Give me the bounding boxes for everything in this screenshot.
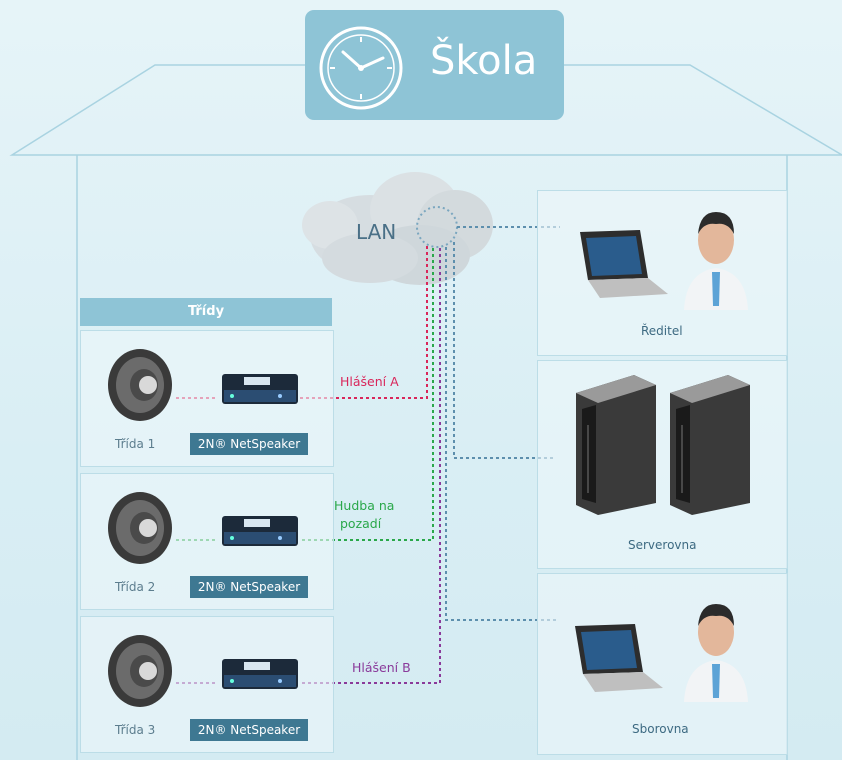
- page-title: Škola: [430, 38, 538, 84]
- netspeaker-device-icon: [222, 659, 298, 689]
- laptop-icon: [575, 624, 663, 692]
- class-name-2: Třída 2: [115, 580, 156, 594]
- speaker-icon: [108, 635, 172, 707]
- roof-left-line: [9, 64, 842, 156]
- laptop-icon: [580, 230, 668, 298]
- class-name-1: Třída 1: [115, 437, 156, 451]
- netspeaker-badge-1: 2N® NetSpeaker: [190, 433, 308, 455]
- lan-label: LAN: [356, 220, 397, 244]
- person-headset-icon: [684, 212, 748, 310]
- link-label-b: Hlášení B: [352, 660, 411, 675]
- netspeaker-badge-2: 2N® NetSpeaker: [190, 576, 308, 598]
- netspeaker-device-icon: [222, 374, 298, 404]
- speaker-icon: [108, 492, 172, 564]
- link-label-a: Hlášení A: [340, 374, 399, 389]
- lan-cloud-icon: [302, 172, 493, 285]
- room-label-server: Serverovna: [628, 538, 697, 552]
- room-label-staff: Sborovna: [632, 722, 689, 736]
- server-rack-icon: [576, 375, 656, 515]
- netspeaker-badge-3: 2N® NetSpeaker: [190, 719, 308, 741]
- class-name-3: Třída 3: [115, 723, 156, 737]
- room-panel-director: [537, 190, 788, 356]
- speaker-icon: [108, 349, 172, 421]
- room-panel-staff: [537, 573, 788, 755]
- link-label-music-1: Hudba na: [334, 498, 395, 513]
- room-label-director: Ředitel: [641, 324, 683, 338]
- link-label-music-2: pozadí: [340, 516, 382, 531]
- server-rack-icon: [670, 375, 750, 515]
- person-headset-icon: [684, 604, 748, 702]
- title-box: [305, 10, 564, 120]
- classes-header: Třídy: [80, 298, 332, 326]
- purple-link: [302, 248, 441, 684]
- netspeaker-device-icon: [222, 516, 298, 546]
- green-link: [302, 248, 434, 541]
- red-link: [300, 245, 428, 399]
- roof-right-line: [564, 64, 842, 156]
- clock-icon: [319, 26, 403, 110]
